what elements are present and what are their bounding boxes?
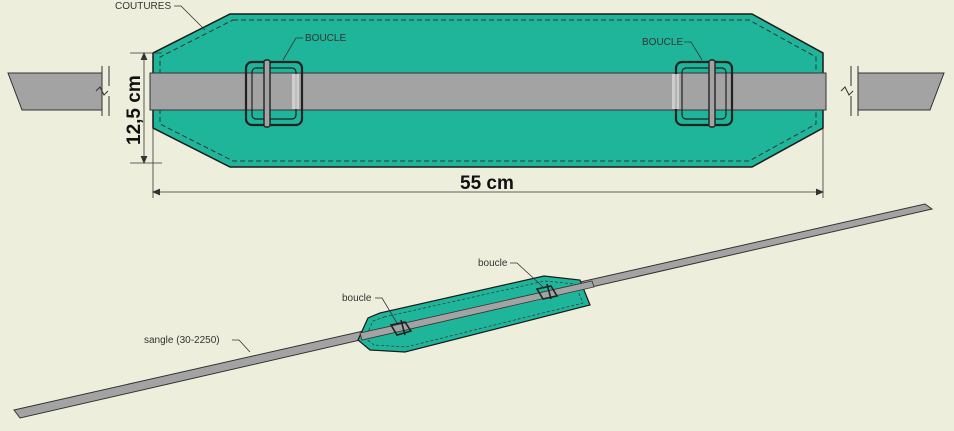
label-coutures: COUTURES [115,1,171,12]
label-sangle: sangle (30-2250) [144,335,220,346]
strap-left-end [7,72,103,111]
buckle-left [244,59,304,128]
dimension-width [151,128,825,198]
leader-sangle [232,339,251,353]
label-dim-width: 55 cm [460,173,514,194]
dimension-height [130,51,162,165]
leader-boucle-left [282,37,303,61]
buckle-right [672,59,734,128]
strap-perspective-over-pad [359,280,595,341]
leader-coutures [174,5,206,31]
strap-right-end [857,72,945,111]
buckle-perspective-upper [535,283,559,300]
leader-boucle-lower [375,297,398,324]
label-boucle-left: BOUCLE [305,33,346,44]
buckle-perspective-lower [389,319,413,336]
pad-perspective-stitching [364,280,584,348]
label-boucle-lower: boucle [342,293,372,304]
break-mark-left [95,66,110,116]
perspective-view: boucle boucle sangle (30-2250) [13,203,934,419]
label-boucle-right: BOUCLE [642,37,683,48]
top-view: COUTURES BOUCLE BOUCLE 12,5 cm 55 cm [7,1,945,198]
label-dim-height: 12,5 cm [124,75,145,145]
leader-boucle-right [684,41,703,61]
break-mark-right [840,66,859,116]
label-boucle-upper: boucle [478,258,508,269]
leader-boucle-upper [510,262,544,288]
